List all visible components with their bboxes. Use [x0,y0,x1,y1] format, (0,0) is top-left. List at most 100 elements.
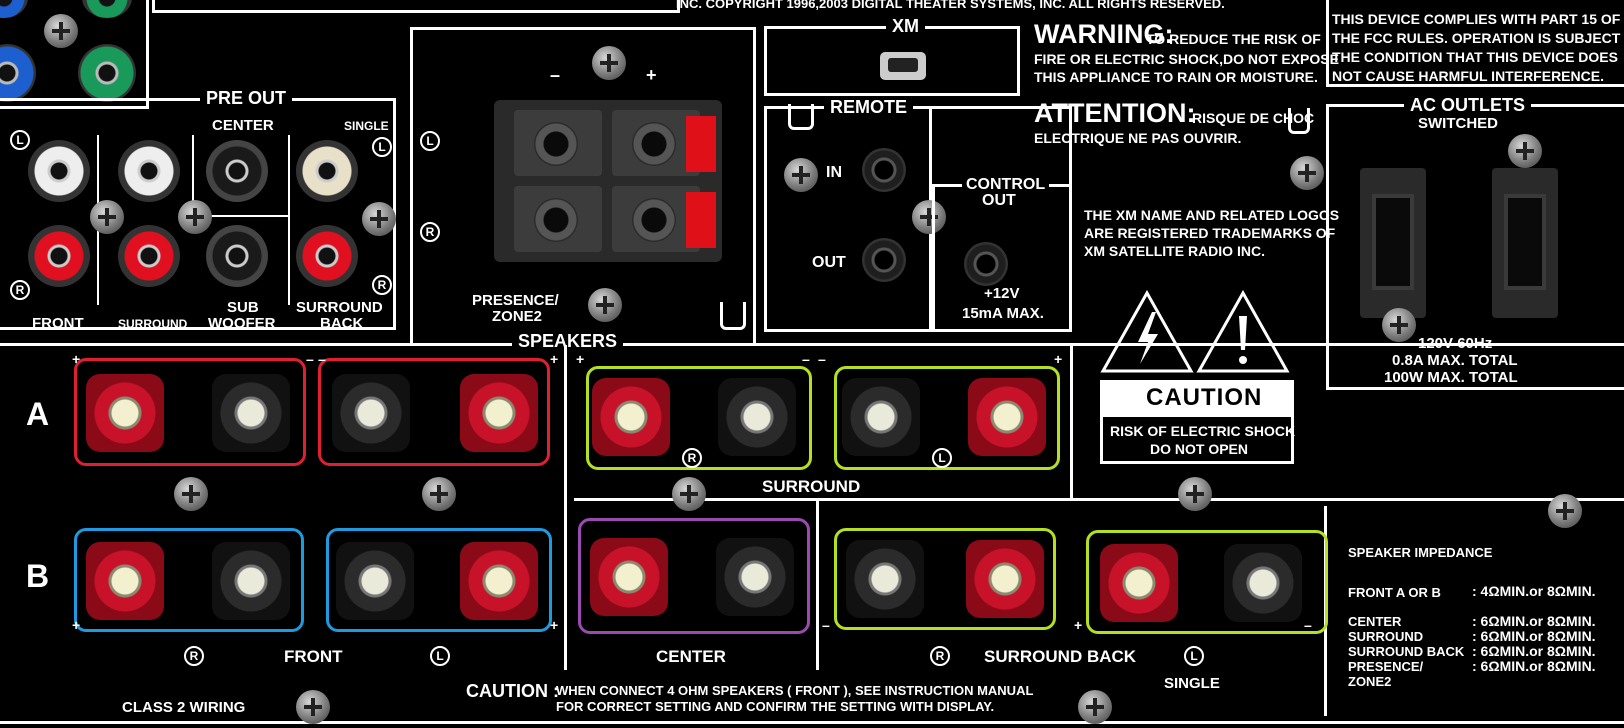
presence-terminal-block[interactable] [494,100,722,262]
front-a-right-group [74,358,306,466]
control-out-current: 15mA MAX. [962,305,1044,322]
screw [90,200,124,234]
center-minus-terminal[interactable] [716,538,794,616]
surround-back-single-group [1086,530,1328,634]
speakers-title: SPEAKERS [512,332,624,350]
pre-out-center-label: CENTER [212,117,274,134]
pre-out-surround-l-jack[interactable] [118,140,180,202]
presence-hole [632,122,676,166]
pre-out-single-jack[interactable] [296,140,358,202]
center-divider-vertical [816,500,819,670]
ac-rating-2: 0.8A MAX. TOTAL [1392,352,1518,369]
surround-back-r-plus-terminal[interactable] [966,540,1044,618]
screw [296,690,330,724]
pre-out-right-mark: R [10,280,30,300]
control-out-jack[interactable] [964,242,1008,286]
screw [362,202,396,236]
pre-out-surround-r-jack[interactable] [118,225,180,287]
front-a-r-plus-terminal[interactable] [86,374,164,452]
control-out-label-2: OUT [982,192,1016,209]
front-b-r-minus-terminal[interactable] [212,542,290,620]
remote-out-jack[interactable] [862,238,906,282]
presence-hole [632,198,676,242]
xm-port[interactable] [880,52,926,80]
presence-left-mark: L [420,131,440,151]
pre-out-divider [192,135,194,215]
surround-right-mark: R [682,448,702,468]
component-jack-top-right[interactable] [82,0,132,18]
caution-sign-title: CAUTION [1146,384,1263,411]
presence-label-2: ZONE2 [492,308,543,325]
front-b-left-group [326,528,552,632]
surround-r-group [586,366,812,470]
ac-outlet-right[interactable] [1492,168,1558,318]
lightning-warning-icon [1100,290,1194,373]
ac-outlet-slot [1504,194,1546,290]
pre-out-surround-label: SURROUND [118,317,188,331]
surround-back-r-group [834,528,1056,630]
remote-in-jack[interactable] [862,148,906,192]
screw [44,14,78,48]
component-jack-green[interactable] [78,44,136,102]
single-minus-terminal[interactable] [1224,544,1302,622]
caution-sign [1100,380,1294,464]
front-b-r-plus-terminal[interactable] [86,542,164,620]
presence-red-tab [686,116,716,172]
impedance-surround-back-label: SURROUND BACK [1348,644,1465,659]
caution-sign-line-2: DO NOT OPEN [1150,441,1249,457]
polarity-minus: – [818,351,826,367]
impedance-zone2-label: ZONE2 [1348,674,1392,689]
single-plus-terminal[interactable] [1100,544,1178,622]
attention-line-1: RISQUE DE CHOC [1192,110,1315,126]
center-group [578,518,810,634]
polarity-plus: + [1074,617,1083,633]
caution-sign-band [1103,383,1291,417]
pre-out-center-jack[interactable] [206,140,268,202]
control-out-voltage: +12V [984,285,1020,302]
screw [784,158,818,192]
caution-note-heading: CAUTION : [466,681,559,701]
warning-line-3: THIS APPLIANCE TO RAIN OR MOISTURE. [1034,69,1318,85]
speakers-divider-vertical [564,345,567,670]
polarity-minus: – [822,617,830,633]
front-a-l-minus-terminal[interactable] [332,374,410,452]
front-b-l-plus-terminal[interactable] [460,542,538,620]
speakers-frame [0,343,1624,724]
pre-out-surround-back-jack[interactable] [296,225,358,287]
polarity-plus: + [550,351,559,367]
impedance-surround-value: : 6ΩMIN.or 8ΩMIN. [1472,628,1596,644]
polarity-minus: – [318,351,326,367]
fcc-line-4: NOT CAUSE HARMFUL INTERFERENCE. [1332,68,1604,84]
pre-out-title: PRE OUT [200,89,293,107]
pre-out-surround-back-label-2: BACK [320,315,364,332]
polarity-plus: + [72,351,81,367]
front-a-l-plus-terminal[interactable] [460,374,538,452]
center-plus-terminal[interactable] [590,538,668,616]
surround-l-plus-terminal[interactable] [968,378,1046,456]
screw [1290,156,1324,190]
surround-back-r-minus-terminal[interactable] [846,540,924,618]
speakers-row-a-label: A [26,396,50,432]
impedance-presence-value: : 6ΩMIN.or 8ΩMIN. [1472,658,1596,674]
ac-outlets-title: AC OUTLETS [1404,96,1531,114]
top-left-frame [0,0,149,109]
polarity-plus: + [576,351,585,367]
surround-r-minus-terminal[interactable] [718,378,796,456]
attention-line-2: ELECTRIQUE NE PAS OUVRIR. [1034,130,1242,146]
ac-outlet-left[interactable] [1360,168,1426,318]
copyright-text: INC. COPYRIGHT 1996,2003 DIGITAL THEATER… [676,0,1225,11]
remote-inner-frame [764,106,932,332]
surround-r-plus-terminal[interactable] [592,378,670,456]
surround-l-minus-terminal[interactable] [842,378,920,456]
presence-plus: + [646,65,657,85]
pre-out-front-l-jack[interactable] [28,140,90,202]
attention-hanger-icon [1288,108,1310,134]
pre-out-subwoofer-jack[interactable] [206,225,268,287]
pre-out-divider [200,215,290,217]
xm-notice-3: XM SATELLITE RADIO INC. [1084,243,1265,259]
screw [672,477,706,511]
impedance-surround-back-value: : 6ΩMIN.or 8ΩMIN. [1472,643,1596,659]
pre-out-front-r-jack[interactable] [28,225,90,287]
front-b-l-minus-terminal[interactable] [336,542,414,620]
front-a-r-minus-terminal[interactable] [212,374,290,452]
